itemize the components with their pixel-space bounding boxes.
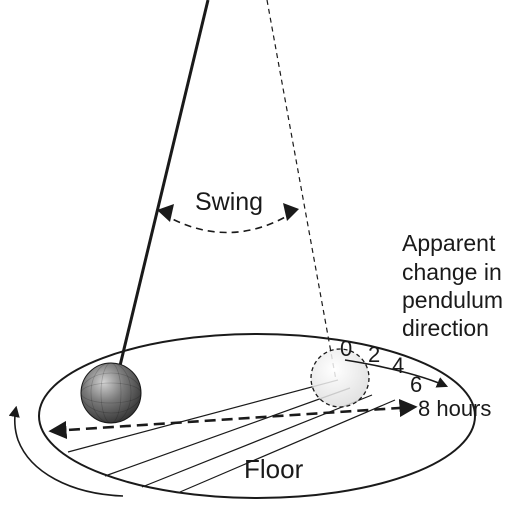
svg-text:Apparent: Apparent <box>402 230 496 256</box>
hour-label-4: 4 <box>392 353 404 378</box>
eight-hour-direction-arrow <box>48 398 418 440</box>
apparent-change-arrow <box>344 359 449 388</box>
pendulum-bob-earlier <box>310 348 370 408</box>
swing-arrow-right-icon <box>283 203 299 221</box>
swing-arrow-left-icon <box>157 204 174 222</box>
earth-rotation-arrow <box>8 405 124 497</box>
svg-text:pendulum: pendulum <box>402 287 503 313</box>
hour-label-8: 8 hours <box>418 396 491 421</box>
apparent-change-label: Apparent change in pendulum direction <box>402 230 503 341</box>
swing-label: Swing <box>195 188 263 216</box>
pendulum-wire-earlier <box>266 0 337 381</box>
floor-ellipse <box>38 333 476 499</box>
hour-label-2: 2 <box>368 342 380 367</box>
svg-text:direction: direction <box>402 315 489 341</box>
floor-label: Floor <box>244 454 304 484</box>
pendulum-bob <box>80 362 142 424</box>
hour-label-6: 6 <box>410 372 422 397</box>
swing-arc <box>162 211 295 234</box>
pendulum-wire <box>116 0 210 375</box>
svg-text:change in: change in <box>402 259 502 285</box>
hour-label-0: 0 <box>340 336 352 361</box>
